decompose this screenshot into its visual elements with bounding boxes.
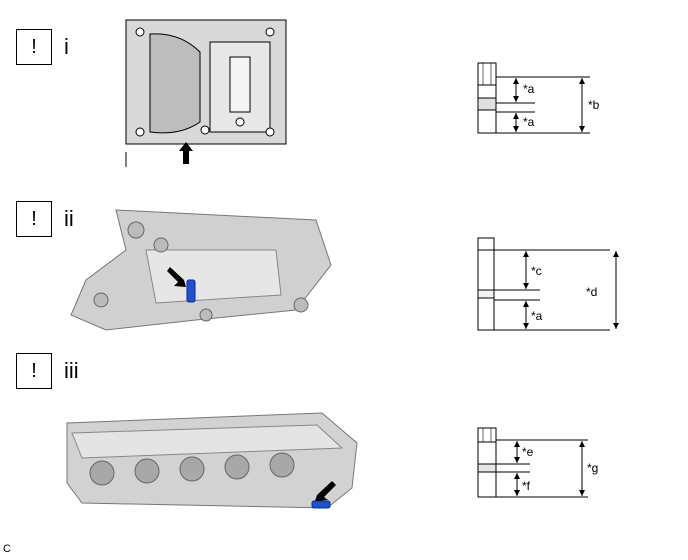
notice-box-2: ! (16, 201, 52, 237)
dim-label-a-bottom: *a (523, 115, 535, 129)
step-label-ii: ii (64, 206, 74, 231)
stud-bolt-diagram-1: *a *a *b (477, 62, 600, 134)
pointer-arrow-icon (315, 481, 336, 501)
stud-bolt-diagram-2: *c *a *d (477, 237, 619, 331)
notice-box-1: ! (16, 29, 52, 65)
dim-label-d: *d (586, 285, 597, 299)
dim-label-c: *c (531, 264, 542, 278)
pointer-arrow-icon (167, 267, 186, 287)
oil-pan-illustration (125, 19, 287, 167)
stud-bolt-diagram-3: *e *f *g (477, 427, 598, 498)
dim-label-f: *f (522, 479, 531, 493)
cylinder-head-illustration (66, 412, 358, 509)
dim-label-e: *e (522, 445, 534, 459)
pointer-arrow-icon (179, 142, 193, 164)
dim-label-a-top: *a (523, 82, 535, 96)
notice-box-3: ! (16, 353, 52, 389)
figure-code: C (3, 543, 11, 555)
step-label-i: i (64, 34, 69, 59)
step-label-iii: iii (64, 358, 79, 383)
dim-label-a-lower: *a (531, 309, 543, 323)
engine-block-illustration (70, 209, 332, 331)
dim-label-b: *b (588, 98, 600, 112)
dim-label-g: *g (587, 461, 598, 475)
